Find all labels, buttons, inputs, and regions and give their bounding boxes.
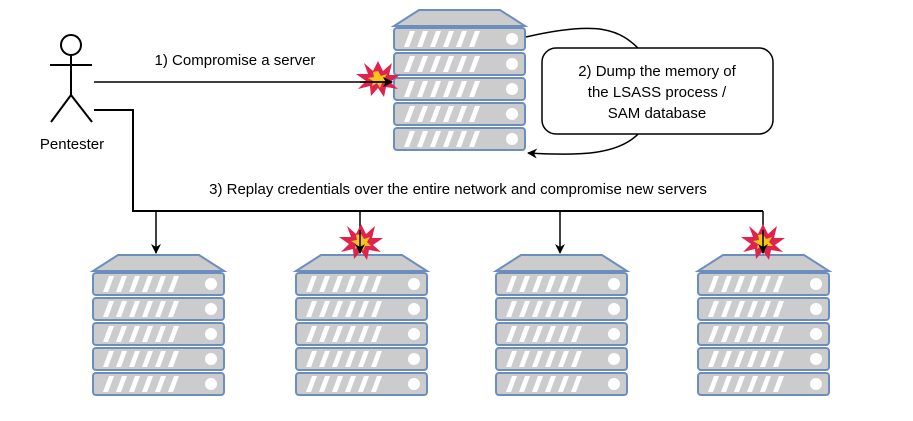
step2-line-3: SAM database — [608, 105, 706, 122]
step2-line-2: the LSASS process / — [588, 84, 727, 101]
pentester-actor — [50, 34, 93, 123]
step2-box — [541, 47, 774, 135]
target-server-3 — [496, 255, 627, 395]
step2-line-1: 2) Dump the memory of — [578, 63, 736, 80]
target-server-2 — [296, 255, 427, 395]
step1-label: 1) Compromise a server — [155, 52, 316, 69]
stick-figure-icon — [60, 34, 82, 56]
actor-label: Pentester — [40, 136, 104, 153]
step2-loop-in — [527, 131, 641, 159]
step3-label: 3) Replay credentials over the entire ne… — [209, 181, 707, 198]
step2-loop-out — [525, 27, 641, 51]
target-server-4 — [698, 255, 829, 395]
initial-server — [394, 10, 525, 150]
target-server-1 — [93, 255, 224, 395]
step3-connector — [94, 109, 763, 212]
